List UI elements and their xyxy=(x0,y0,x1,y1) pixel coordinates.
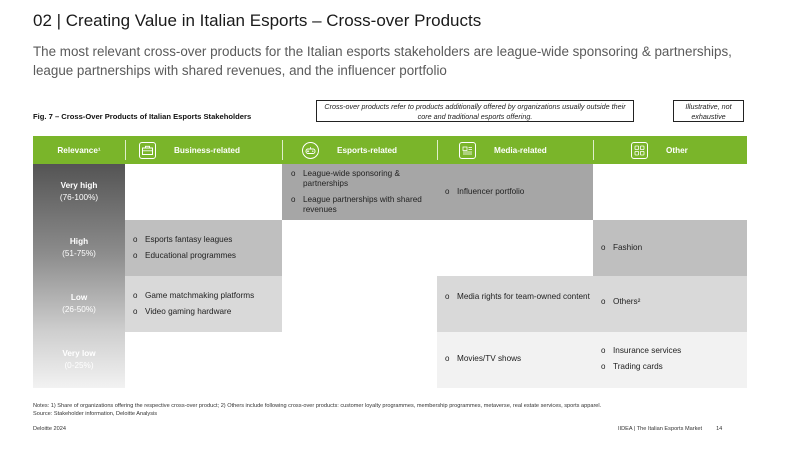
other-low-items: Others² xyxy=(601,297,741,307)
media-low-items: Media rights for team-owned content xyxy=(445,292,590,302)
list-item: Video gaming hardware xyxy=(133,307,278,317)
list-item: Media rights for team-owned content xyxy=(445,292,590,302)
esports-very-high-items: League-wide sponsoring & partnerships Le… xyxy=(291,169,431,215)
footer-publication: IIDEA | The Italian Esports Market xyxy=(618,426,703,432)
header-divider xyxy=(282,140,283,160)
list-item: Movies/TV shows xyxy=(445,354,585,364)
header-divider xyxy=(437,140,438,160)
relevance-very-low: Very low (0-25%) xyxy=(62,349,96,370)
header-divider xyxy=(593,140,594,160)
business-high-items: Esports fantasy leagues Educational prog… xyxy=(133,235,278,261)
briefcase-icon xyxy=(139,141,156,159)
list-item: Others² xyxy=(601,297,741,307)
matrix-header-row: Relevance¹ Business-related xyxy=(33,136,747,164)
illustrative-box: Illustrative, not exhaustive xyxy=(673,100,744,122)
page-title: 02 | Creating Value in Italian Esports –… xyxy=(33,11,482,30)
other-high-items: Fashion xyxy=(601,243,741,253)
relevance-gradient xyxy=(33,164,125,388)
column-header-business: Business-related xyxy=(125,136,282,164)
list-item: Game matchmaking platforms xyxy=(133,291,278,301)
footer-right: IIDEA | The Italian Esports Market 14 xyxy=(618,426,722,432)
list-item: Trading cards xyxy=(601,362,741,372)
footer-left: Deloitte 2024 xyxy=(33,426,66,432)
column-header-other: Other xyxy=(593,136,747,164)
list-item: Influencer portfolio xyxy=(445,187,585,197)
media-very-high-items: Influencer portfolio xyxy=(445,187,585,197)
newspaper-icon xyxy=(459,141,476,159)
definition-box: Cross-over products refer to products ad… xyxy=(316,100,634,122)
band-high-business xyxy=(125,220,282,276)
relevance-very-high: Very high (76-100%) xyxy=(59,181,99,202)
band-low-business xyxy=(125,276,282,332)
notes: Notes: 1) Share of organizations offerin… xyxy=(33,402,601,418)
notes-line: Notes: 1) Share of organizations offerin… xyxy=(33,403,602,409)
list-item: League-wide sponsoring & partnerships xyxy=(291,169,431,189)
source-line: Source: Stakeholder information, Deloitt… xyxy=(33,411,158,417)
relevance-matrix: Relevance¹ Business-related xyxy=(33,136,747,388)
page-number: 14 xyxy=(716,426,723,432)
business-low-items: Game matchmaking platforms Video gaming … xyxy=(133,291,278,317)
relevance-high: High (51-75%) xyxy=(62,237,96,258)
list-item: Esports fantasy leagues xyxy=(133,235,278,245)
figure-label: Fig. 7 – Cross-Over Products of Italian … xyxy=(33,112,252,121)
list-item: Insurance services xyxy=(601,346,741,356)
column-header-media: Media-related xyxy=(437,136,593,164)
media-very-low-items: Movies/TV shows xyxy=(445,354,585,364)
list-item: League partnerships with shared revenues xyxy=(291,195,431,215)
other-very-low-items: Insurance services Trading cards xyxy=(601,346,741,372)
relevance-low: Low (26-50%) xyxy=(62,293,96,314)
column-header-esports: Esports-related xyxy=(282,136,437,164)
list-item: Fashion xyxy=(601,243,741,253)
gamepad-icon xyxy=(302,141,319,159)
grid-icon xyxy=(631,141,648,159)
relevance-header: Relevance¹ xyxy=(57,145,101,155)
header-divider xyxy=(125,140,126,160)
page-subtitle: The most relevant cross-over products fo… xyxy=(33,44,732,78)
list-item: Educational programmes xyxy=(133,251,278,261)
